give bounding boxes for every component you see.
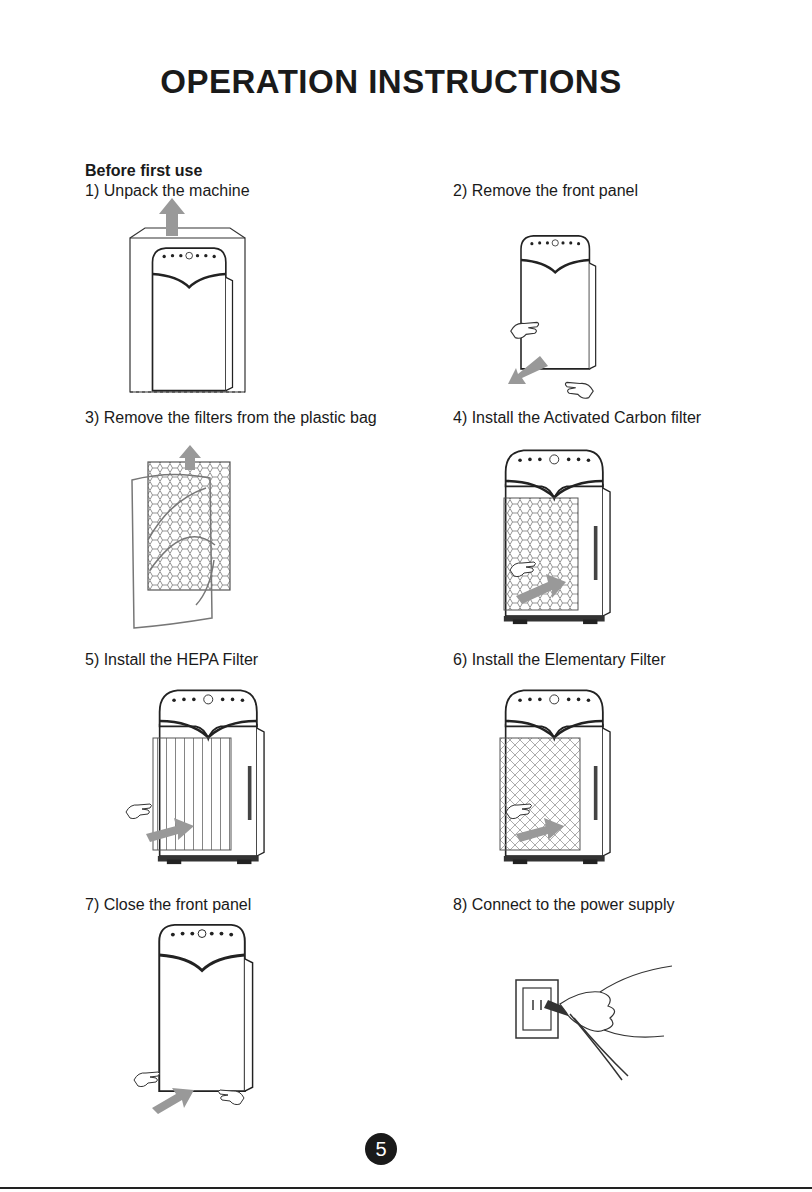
step2-remove-panel: [508, 236, 596, 398]
step7-close-panel: [134, 925, 253, 1114]
drawing-part: [532, 1000, 534, 1010]
step-label: 2) Remove the front panel: [453, 181, 638, 201]
section-heading: Before first use: [85, 161, 202, 181]
drawing-part: [504, 450, 610, 624]
step3-filter-bag: [132, 445, 230, 628]
drawing-part: [159, 198, 185, 236]
drawing-part: [134, 1072, 160, 1087]
step-label: 8) Connect to the power supply: [453, 895, 674, 915]
drawing-part: [508, 356, 548, 384]
drawing-part: [130, 392, 245, 393]
page-number-badge: 5: [365, 1133, 397, 1165]
drawing-part: [196, 560, 214, 605]
drawing-part: [540, 1000, 542, 1010]
step5-hepa-filter: [126, 690, 264, 864]
drawing-part: [516, 818, 564, 842]
drawing-part: [148, 462, 230, 590]
drawing-part: [521, 236, 596, 369]
drawing-part: [150, 537, 215, 570]
drawing-part: [565, 382, 593, 398]
step1-unpack: [130, 198, 245, 392]
drawing-part: [152, 1088, 194, 1114]
drawing-part: [523, 988, 551, 1030]
drawing-part: [560, 992, 615, 1032]
step-label: 7) Close the front panel: [85, 895, 251, 915]
page-title: OPERATION INSTRUCTIONS: [0, 62, 782, 102]
drawing-part: [132, 474, 212, 628]
drawing-part: [600, 966, 672, 992]
drawing-part: [504, 498, 578, 610]
drawing-part: [179, 445, 201, 470]
drawing-part: [511, 322, 539, 338]
drawing-part: [500, 738, 580, 850]
step-label: 1) Unpack the machine: [85, 181, 250, 201]
drawing-part: [153, 248, 233, 391]
drawing-part: [574, 1018, 628, 1076]
drawing-part: [570, 1014, 622, 1080]
drawing-part: [516, 574, 566, 604]
step4-carbon-filter: [504, 450, 610, 624]
step-label: 5) Install the HEPA Filter: [85, 650, 258, 670]
drawing-part: [510, 562, 536, 577]
drawing-part: [130, 228, 245, 238]
drawing-part: [126, 804, 152, 819]
drawing-part: [506, 804, 532, 819]
step-label: 4) Install the Activated Carbon filter: [453, 408, 701, 428]
bottom-rule: [0, 1187, 812, 1189]
drawing-part: [219, 1090, 245, 1105]
drawing-part: [159, 925, 252, 1091]
drawing-part: [130, 238, 245, 392]
step8-power-plug: [516, 966, 672, 1080]
drawing-part: [146, 818, 194, 842]
step-label: 3) Remove the filters from the plastic b…: [85, 408, 377, 428]
step-label: 6) Install the Elementary Filter: [453, 650, 666, 670]
step6-elementary-filter: [500, 690, 610, 864]
page-number: 5: [375, 1138, 386, 1161]
drawing-part: [604, 1030, 664, 1037]
drawing-part: [148, 488, 206, 540]
